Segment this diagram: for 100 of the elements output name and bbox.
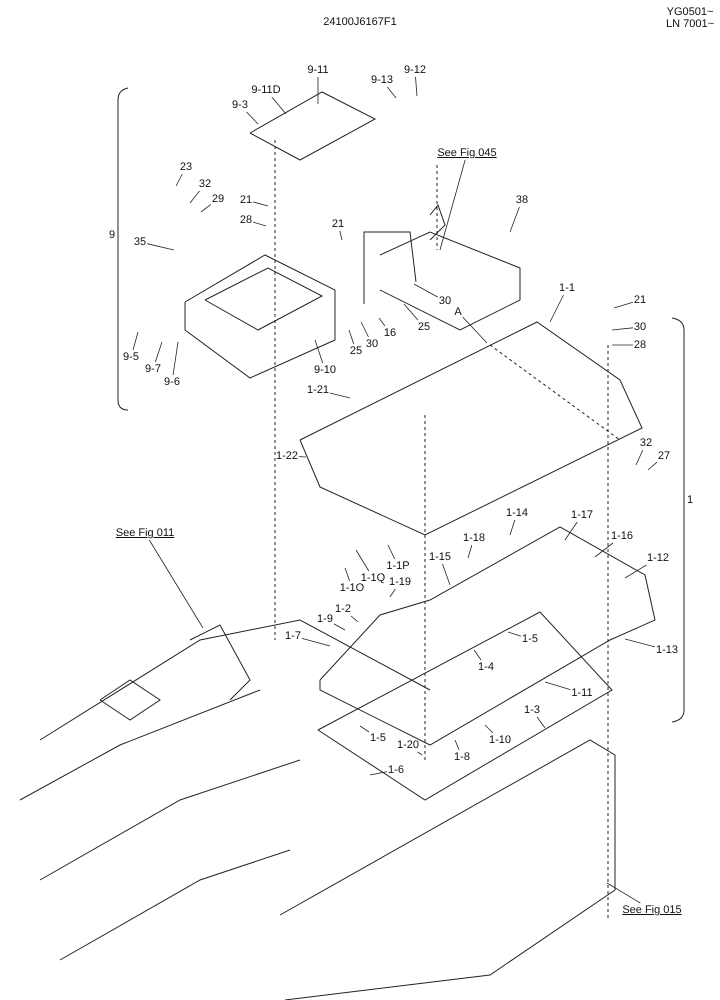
callout-number: 1-11 <box>571 687 593 699</box>
callout-number: 1-4 <box>478 661 494 673</box>
leader-line <box>468 544 472 558</box>
leader-line <box>387 86 396 98</box>
leader-line <box>271 96 286 114</box>
callout-number: 9-5 <box>123 351 139 363</box>
callout-number: 27 <box>658 450 670 462</box>
callout-number: 1-1Q <box>360 572 386 584</box>
callout-number: 21 <box>240 194 252 206</box>
leader-line <box>612 327 634 330</box>
callout-number: 25 <box>350 345 362 357</box>
group-number: 9 <box>108 229 116 241</box>
leader-line <box>154 342 162 362</box>
callout-number: 1-17 <box>570 509 594 521</box>
leader-line <box>356 550 370 572</box>
leader-line <box>302 638 330 646</box>
model-code: YG0501~ <box>666 6 714 18</box>
leader-line <box>508 632 522 637</box>
leader-line <box>550 294 564 322</box>
leader-line <box>415 76 418 96</box>
callout-number: 38 <box>516 194 528 206</box>
callout-number: 9-3 <box>232 99 248 111</box>
reference-note: See Fig 011 <box>116 527 174 539</box>
callout-number: 1-9 <box>317 613 333 625</box>
leader-line <box>484 724 494 734</box>
callout-number: 1-2 <box>335 603 351 615</box>
callout-number: 28 <box>240 214 252 226</box>
leader-line <box>190 190 200 204</box>
leader-line <box>348 330 354 344</box>
callout-number: 1-22 <box>276 450 298 462</box>
callout-number: 29 <box>212 193 224 205</box>
leader-line <box>132 332 138 350</box>
callout-number: 1-1 <box>559 282 575 294</box>
callout-number: 1-1P <box>386 560 410 572</box>
model-code: LN 7001~ <box>666 18 714 30</box>
leader-line <box>378 318 386 326</box>
leader-line <box>544 682 571 690</box>
leader-line <box>390 588 396 598</box>
leader-line <box>314 340 324 364</box>
callout-number: 1-13 <box>656 644 678 656</box>
leader-line <box>624 638 656 648</box>
leader-line <box>564 522 578 540</box>
callout-number: 9-6 <box>164 376 180 388</box>
callout-number: 9-7 <box>145 363 161 375</box>
callout-number: 30 <box>366 338 378 350</box>
leader-line <box>648 462 658 470</box>
leader-line <box>350 616 358 622</box>
leader-line <box>536 716 546 728</box>
leader-line <box>146 243 174 250</box>
leader-line <box>360 322 369 338</box>
callout-number: 1-5 <box>370 732 386 744</box>
leader-line <box>176 174 183 186</box>
leader-line <box>624 564 647 578</box>
leader-line <box>339 230 342 240</box>
callout-number: 21 <box>332 218 344 230</box>
leader-line <box>370 771 388 776</box>
callout-number: 1-20 <box>396 739 420 751</box>
leader-line <box>172 342 178 376</box>
leader-line <box>360 726 370 732</box>
callout-number: 28 <box>634 339 646 351</box>
callout-number: 1-16 <box>610 530 634 542</box>
group-number: 1 <box>686 494 694 506</box>
callout-number: 9-11 <box>307 64 329 76</box>
reference-note: See Fig 045 <box>437 147 497 159</box>
leader-line <box>200 204 212 212</box>
leader-line <box>454 740 460 750</box>
leader-line <box>404 304 418 320</box>
callout-number: 23 <box>180 161 192 173</box>
reference-note: See Fig 015 <box>622 904 682 916</box>
callout-number: 30 <box>438 295 452 307</box>
leader-line <box>414 284 438 298</box>
callout-number: 32 <box>198 178 212 190</box>
leader-line <box>440 160 466 250</box>
callout-number: 1-21 <box>306 384 330 396</box>
leader-line <box>636 450 644 466</box>
callout-number: 1-8 <box>454 751 470 763</box>
drawing-number: 24100J6167F1 <box>323 16 397 28</box>
leader-line <box>417 752 422 756</box>
leader-line <box>594 542 614 558</box>
leader-line <box>298 456 306 458</box>
leader-line <box>462 316 488 344</box>
leader-line <box>442 564 450 586</box>
callout-number: 1-14 <box>506 507 528 519</box>
leader-line <box>344 568 350 582</box>
leader-line <box>334 624 346 630</box>
callout-number: 1-6 <box>388 764 404 776</box>
leader-line <box>252 222 266 226</box>
leader-line <box>252 202 268 206</box>
callout-number: 21 <box>634 294 646 306</box>
callout-number: 9-13 <box>370 74 394 86</box>
leader-line <box>614 302 634 308</box>
callout-number: 1-1O <box>340 582 364 594</box>
leader-line <box>606 882 641 904</box>
callout-number: 1-7 <box>285 630 301 642</box>
leader-line <box>330 392 350 398</box>
leader-line <box>510 520 516 536</box>
callout-number: 9-10 <box>314 364 336 376</box>
leader-line <box>510 206 520 232</box>
callout-number: 1-19 <box>388 576 412 588</box>
callout-number: 25 <box>418 321 430 333</box>
